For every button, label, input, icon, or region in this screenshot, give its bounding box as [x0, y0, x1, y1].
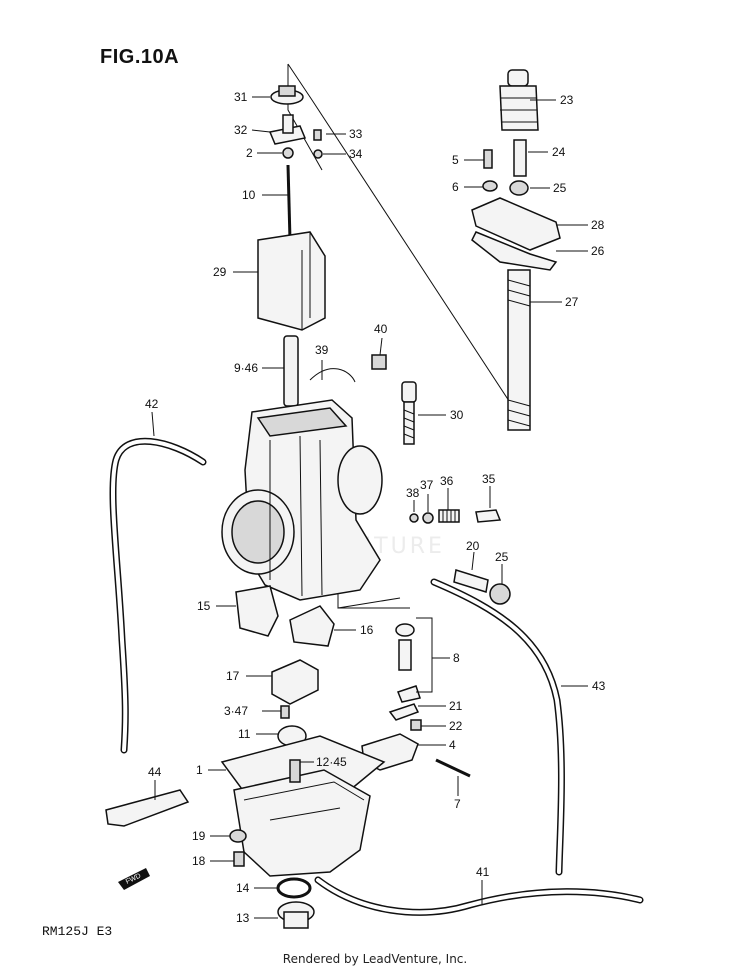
washer-19 — [229, 829, 247, 843]
callout-6: 6 — [452, 180, 459, 194]
drain-plug-13 — [277, 901, 315, 929]
callout-18: 18 — [192, 854, 206, 868]
ring-38 — [409, 513, 419, 523]
needle-jet-9-46 — [283, 335, 299, 407]
callout-35: 35 — [482, 472, 496, 486]
callout-34: 34 — [349, 147, 363, 161]
callout-labels: 31 32 33 2 34 10 29 9·46 39 40 42 30 23 … — [145, 90, 606, 925]
spring-clip-39 — [309, 368, 356, 383]
callout-24: 24 — [552, 145, 566, 159]
washer-6 — [482, 180, 498, 192]
callout-39: 39 — [315, 343, 329, 357]
callout-33: 33 — [349, 127, 363, 141]
top-cap-31-boss — [278, 85, 296, 97]
callout-26: 26 — [591, 244, 605, 258]
screw-40 — [371, 354, 387, 370]
callout-27: 27 — [565, 295, 579, 309]
callout-37: 37 — [420, 478, 434, 492]
callout-44: 44 — [148, 765, 162, 779]
choke-plunger-23 — [499, 69, 539, 131]
callout-10: 10 — [242, 188, 256, 202]
callout-15: 15 — [197, 599, 211, 613]
nut-25-upper — [509, 180, 529, 196]
pin-21 — [388, 703, 420, 721]
callout-7: 7 — [454, 797, 461, 811]
bracket-44 — [105, 789, 190, 827]
spring-36 — [438, 509, 460, 523]
callout-22: 22 — [449, 719, 463, 733]
plate-28 — [471, 197, 561, 251]
washer-37 — [422, 512, 434, 524]
footer-credit: Rendered by LeadVenture, Inc. — [282, 952, 468, 966]
callout-4: 4 — [449, 738, 456, 752]
screw-33 — [313, 129, 322, 141]
callout-28: 28 — [591, 218, 605, 232]
clip-2 — [282, 147, 294, 159]
callout-25-upper: 25 — [553, 181, 567, 195]
leader-lines — [151, 96, 588, 919]
callout-41: 41 — [476, 865, 490, 879]
assembly-frame-line-lower — [337, 590, 410, 609]
callout-12-45: 12·45 — [316, 755, 347, 769]
throttle-valve-29 — [257, 231, 326, 331]
screw-5 — [483, 149, 493, 169]
callout-32: 32 — [234, 123, 248, 137]
callout-23: 23 — [560, 93, 574, 107]
hose-41 — [314, 876, 644, 916]
callout-1: 1 — [196, 763, 203, 777]
callout-17: 17 — [226, 669, 240, 683]
carburetor-body — [221, 399, 383, 601]
screw-22 — [410, 719, 422, 731]
hose-43 — [430, 578, 565, 876]
cover-15 — [235, 585, 279, 637]
nut-25-lower — [489, 583, 511, 605]
callout-13: 13 — [236, 911, 250, 925]
cable-tube-27 — [507, 269, 531, 431]
screw-18 — [233, 851, 245, 867]
callout-20: 20 — [466, 539, 480, 553]
callout-14: 14 — [236, 881, 250, 895]
assembly-frame-line — [287, 63, 529, 431]
washer-34 — [313, 149, 323, 159]
callout-38: 38 — [406, 486, 420, 500]
plunger-24 — [513, 139, 527, 177]
cover-16 — [289, 605, 335, 647]
jet-needle-10 — [286, 164, 292, 241]
float-pin-7 — [435, 758, 471, 778]
callout-3-47: 3·47 — [224, 704, 248, 718]
callout-31: 31 — [234, 90, 248, 104]
throttle-stop-screw-30 — [401, 381, 417, 445]
callout-21: 21 — [449, 699, 463, 713]
o-ring-14 — [276, 877, 312, 899]
callout-2: 2 — [246, 146, 253, 160]
float-chamber — [233, 769, 371, 877]
figure-title: FIG.10A — [100, 46, 180, 68]
callout-11: 11 — [238, 727, 251, 741]
hose-42 — [109, 437, 207, 754]
callout-29: 29 — [213, 265, 227, 279]
callout-19: 19 — [192, 829, 206, 843]
callout-43: 43 — [592, 679, 606, 693]
model-label: RM125J E3 — [42, 924, 113, 939]
callout-25-lower: 25 — [495, 550, 509, 564]
callout-8: 8 — [453, 651, 460, 665]
bracket-17 — [271, 659, 319, 705]
fwd-arrow-icon: FWD — [118, 868, 150, 890]
callout-30: 30 — [450, 408, 464, 422]
screw-35 — [475, 509, 502, 523]
screw-20 — [453, 569, 489, 593]
jet-3-47 — [280, 705, 290, 719]
callout-40: 40 — [374, 322, 388, 336]
callout-16: 16 — [360, 623, 374, 637]
callout-9-46: 9·46 — [234, 361, 258, 375]
gasket-26 — [471, 231, 558, 271]
jet-12-45 — [289, 759, 301, 783]
cable-holder-32-boss — [282, 114, 294, 134]
callout-42: 42 — [145, 397, 159, 411]
float-valve-8 — [395, 623, 421, 703]
callout-36: 36 — [440, 474, 454, 488]
callout-5: 5 — [452, 153, 459, 167]
